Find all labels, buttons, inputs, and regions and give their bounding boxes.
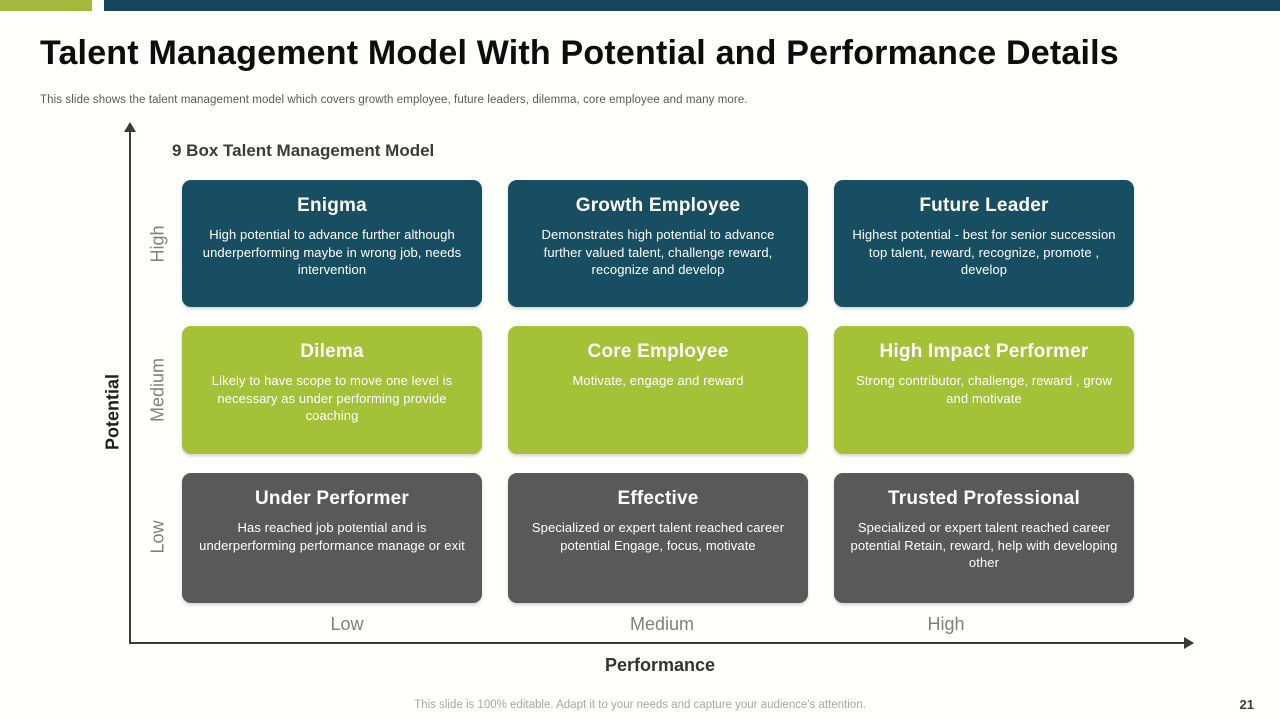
cell-description: Strong contributor, challenge, reward , … [856,373,1112,406]
footer-note: This slide is 100% editable. Adapt it to… [414,699,866,711]
cell-title: Effective [617,488,699,509]
cell-title: Dilema [300,341,364,362]
slide-subtitle: This slide shows the talent management m… [40,94,748,106]
cell-title: Core Employee [587,341,729,362]
page-title: Talent Management Model With Potential a… [40,34,1119,72]
chart-heading: 9 Box Talent Management Model [172,141,435,160]
y-axis-arrow-icon [124,122,136,132]
matrix-cell-core-employee: Core Employee Motivate, engage and rewar… [508,326,808,454]
y-axis-label-medium: Medium [147,357,168,423]
matrix-cell-trusted-professional: Trusted Professional Specialized or expe… [834,473,1134,603]
matrix-cell-dilema: Dilema Likely to have scope to move one … [182,326,482,454]
matrix-cell-future-leader: Future Leader Highest potential - best f… [834,180,1134,307]
cell-description: Has reached job potential and is underpe… [199,520,465,553]
x-axis-label-medium: Medium [629,614,695,634]
matrix-cell-under-performer: Under Performer Has reached job potentia… [182,473,482,603]
cell-title: Growth Employee [575,195,741,216]
x-axis-label-low: Low [330,614,364,634]
y-axis-label-low: Low [147,520,168,554]
y-axis-label-high: High [147,225,168,263]
cell-description: Specialized or expert talent reached car… [850,520,1118,570]
cell-description: Likely to have scope to move one level i… [211,373,453,423]
x-axis-title: Performance [604,655,716,675]
topbar-green-accent [0,0,92,11]
cell-description: High potential to advance further althou… [202,227,462,277]
matrix-cell-growth-employee: Growth Employee Demonstrates high potent… [508,180,808,307]
matrix-cell-high-impact-performer: High Impact Performer Strong contributor… [834,326,1134,454]
x-axis-label-high: High [927,614,965,634]
cell-description: Specialized or expert talent reached car… [531,520,785,553]
y-axis-line [129,132,131,644]
x-axis-line [129,642,1186,644]
cell-description: Highest potential - best for senior succ… [852,227,1116,277]
cell-description: Demonstrates high potential to advance f… [541,227,775,277]
cell-title: Enigma [297,195,367,216]
matrix-cell-effective: Effective Specialized or expert talent r… [508,473,808,603]
y-axis-title: Potential [102,373,123,451]
topbar-teal-accent [104,0,1280,11]
cell-title: Trusted Professional [888,488,1080,509]
matrix-cell-enigma: Enigma High potential to advance further… [182,180,482,307]
cell-title: Under Performer [255,488,409,509]
page-number: 21 [1239,697,1254,712]
cell-title: Future Leader [919,195,1049,216]
cell-description: Motivate, engage and reward [572,373,744,388]
x-axis-arrow-icon [1184,637,1194,649]
cell-title: High Impact Performer [879,341,1089,362]
